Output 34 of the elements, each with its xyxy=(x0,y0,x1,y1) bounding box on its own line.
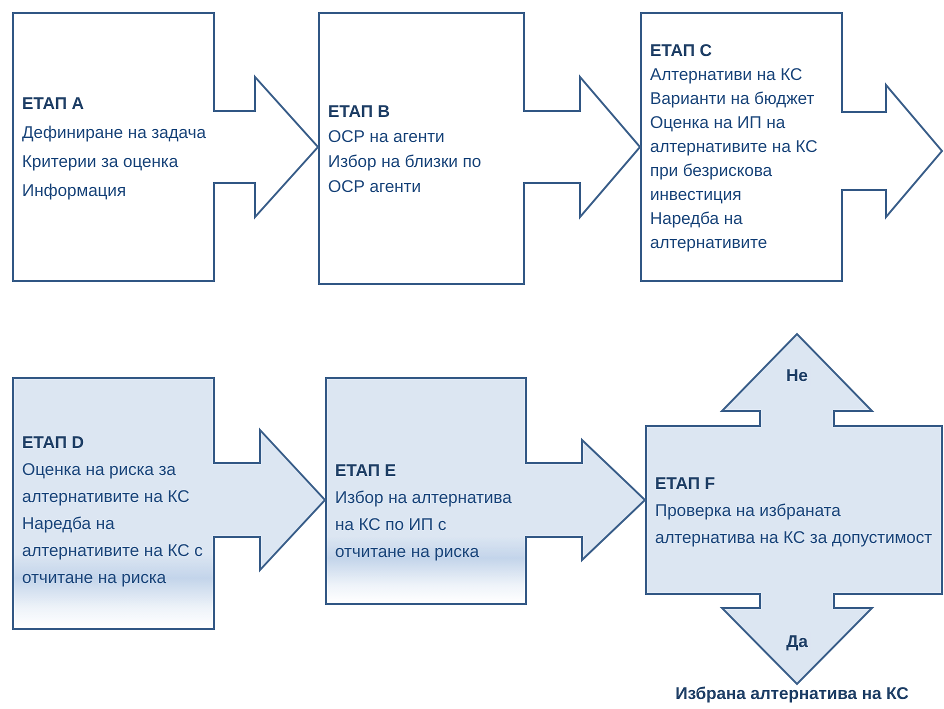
stage-text: Наредба на алтернативите xyxy=(650,208,768,254)
stage-text: Оценка на риска за алтернативите на КС xyxy=(22,458,190,508)
block-arrow xyxy=(720,592,874,686)
stage-box xyxy=(645,425,943,595)
block-arrow xyxy=(524,438,646,562)
stage-text: Алтернативи на КС xyxy=(650,64,804,86)
stage-box xyxy=(318,12,525,285)
stage-text: Варианти на бюджет xyxy=(650,88,816,110)
stage-text: Наредба на алтернативите на КС с отчитане на риска xyxy=(22,512,204,588)
stage-heading: ЕТАП C xyxy=(650,40,713,62)
block-arrow xyxy=(720,332,874,428)
stage-text: Проверка на избраната алтернатива на КС за допустимост xyxy=(655,500,933,548)
stage-box xyxy=(640,12,843,282)
stage-box xyxy=(12,377,215,630)
stage-text: ОСР на агенти xyxy=(328,126,446,148)
stage-heading: ЕТАП A xyxy=(22,93,85,115)
stage-text: Избор на близки по ОСР агенти xyxy=(328,150,482,198)
result-label: Избрана алтернатива на КС xyxy=(640,684,944,704)
block-arrow xyxy=(522,74,642,220)
stage-box xyxy=(325,377,527,605)
stage-text: Критерии за оценка xyxy=(22,151,180,173)
stage-box xyxy=(12,12,215,282)
block-arrow xyxy=(212,74,320,220)
stage-text: Оценка на ИП на алтернативите на КС при безрискова инвестиция xyxy=(650,112,818,206)
stage-heading: ЕТАП E xyxy=(335,460,397,482)
stage-text: Информация xyxy=(22,180,128,202)
stage-text: Дефиниране на задача xyxy=(22,122,207,144)
block-arrow xyxy=(212,427,326,573)
block-arrow xyxy=(840,82,944,220)
stage-heading: ЕТАП B xyxy=(328,100,391,122)
stage-text: Избор на алтернатива на КС по ИП с отчитане на риска xyxy=(335,487,513,563)
edge-label: Да xyxy=(784,632,810,652)
stage-heading: ЕТАП F xyxy=(655,472,716,494)
stage-heading: ЕТАП D xyxy=(22,432,85,454)
